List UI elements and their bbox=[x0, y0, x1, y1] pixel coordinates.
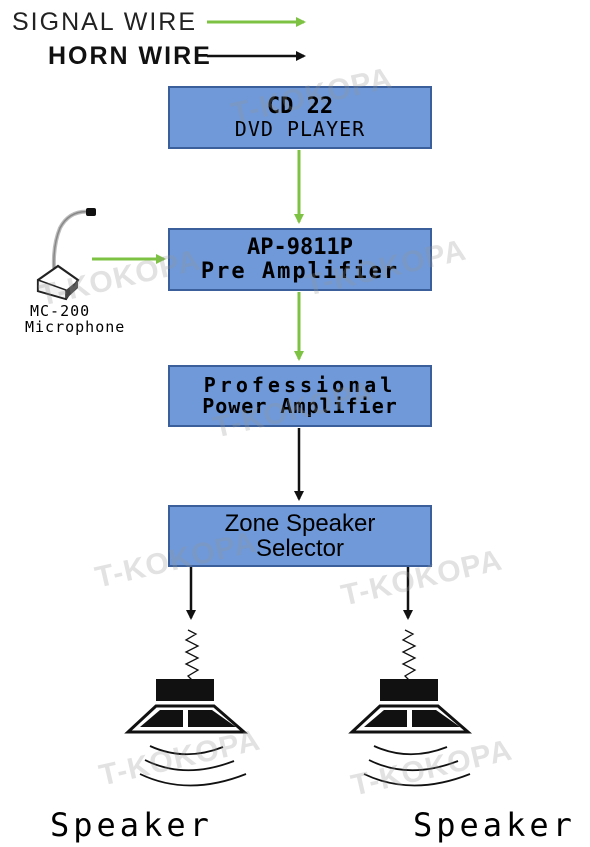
right-speaker-label: Speaker bbox=[413, 806, 576, 844]
left-speaker-icon bbox=[124, 629, 249, 787]
legend-horn-label: HORN WIRE bbox=[48, 42, 212, 70]
zone-speaker-selector-box: Zone Speaker Selector bbox=[168, 505, 432, 567]
zone-selector-line1: Zone Speaker bbox=[224, 509, 376, 537]
left-speaker-label: Speaker bbox=[50, 806, 213, 844]
microphone-icon bbox=[36, 208, 96, 301]
zone-selector-line2: Selector bbox=[255, 535, 345, 562]
dvd-player-label: DVD PLAYER bbox=[234, 116, 366, 141]
pre-amplifier-model: AP-9811P bbox=[247, 235, 353, 261]
right-speaker-icon bbox=[348, 629, 473, 787]
legend-signal-label: SIGNAL WIRE bbox=[12, 8, 197, 36]
power-amplifier-line1: Professional bbox=[203, 373, 397, 397]
pre-amplifier-label: Pre Amplifier bbox=[200, 258, 400, 284]
microphone-label: Microphone bbox=[25, 318, 126, 336]
microphone-model: MC-200 bbox=[30, 302, 91, 320]
power-amplifier-box: Professional Power Amplifier bbox=[168, 365, 432, 427]
power-amplifier-line2: Power Amplifier bbox=[202, 394, 398, 418]
dvd-player-box: CD 22 DVD PLAYER bbox=[168, 86, 432, 149]
pre-amplifier-box: AP-9811P Pre Amplifier bbox=[168, 228, 432, 291]
dvd-player-model: CD 22 bbox=[266, 94, 334, 120]
